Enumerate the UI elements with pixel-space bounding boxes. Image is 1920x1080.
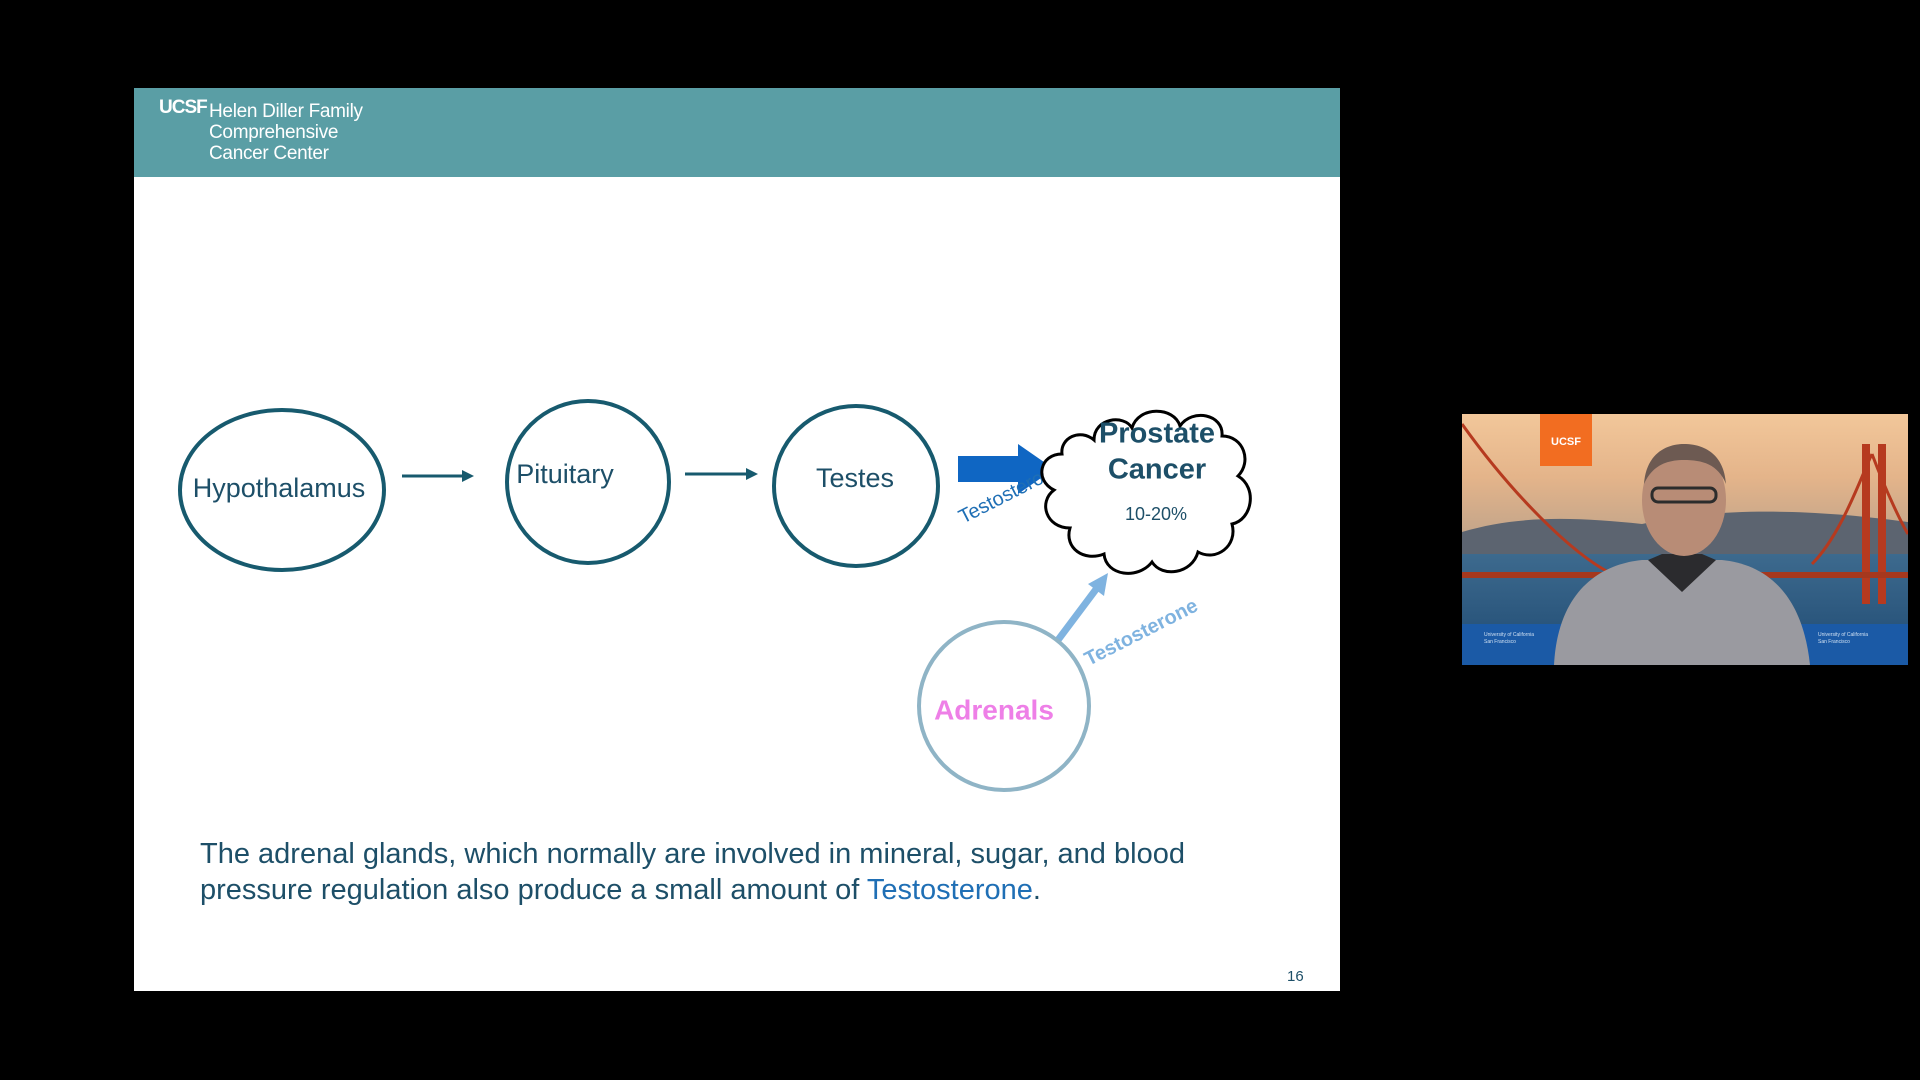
arrow-hypothalamus-pituitary-head [462, 470, 474, 482]
prostate-cancer-cloud [1040, 409, 1252, 575]
pituitary-label: Pituitary [516, 459, 614, 489]
ucsf-logo: UCSF [159, 97, 208, 118]
presenter-glasses [1650, 486, 1718, 504]
prostate-cancer-line-1: Prostate [1099, 418, 1215, 450]
adrenals-label: Adrenals [934, 694, 1054, 725]
org-name-line-3: Cancer Center [209, 143, 329, 164]
ucsf-badge [1540, 414, 1592, 466]
arrow-pituitary-testes-head [746, 468, 758, 480]
pituitary-node [505, 399, 671, 565]
hypothalamus-node [178, 408, 386, 572]
slide-caption: The adrenal glands, which normally are i… [200, 836, 1260, 908]
banner-left-text-2: San Francisco [1484, 639, 1516, 645]
testosterone-arrow-testes [958, 444, 1054, 494]
presenter-video-feed: UCSF University of California San Franci… [1462, 414, 1908, 665]
caption-highlight: Testosterone [866, 874, 1033, 906]
presenter-body [1554, 560, 1810, 665]
slide-header: UCSF Helen Diller Family Comprehensive C… [134, 88, 1340, 177]
testes-node [772, 404, 940, 568]
presenter-video-tile[interactable]: UCSF University of California San Franci… [1462, 414, 1908, 665]
presenter-hair [1644, 444, 1726, 484]
slide-page-number: 16 [1287, 968, 1304, 985]
banner-left-text-1: University of California [1484, 632, 1534, 638]
prostate-cancer-percent: 10-20% [1125, 504, 1187, 524]
caption-text: The adrenal glands, which normally are i… [200, 838, 1185, 906]
hormone-diagram: Hypothalamus Pituitary Testes Testostero… [178, 399, 1252, 792]
presenter-collar [1648, 554, 1716, 592]
testosterone-arrow-adrenals [1055, 581, 1103, 643]
prostate-cancer-line-2: Cancer [1108, 454, 1206, 486]
org-name-line-2: Comprehensive [209, 122, 339, 143]
testes-label: Testes [816, 463, 894, 493]
org-name-line-1: Helen Diller Family [209, 101, 363, 122]
caption-end: . [1032, 874, 1041, 906]
ucsf-badge-text: UCSF [1551, 436, 1581, 448]
testosterone-label-adrenals: Testosterone [1081, 595, 1202, 671]
banner-right-text-2: San Francisco [1818, 639, 1850, 645]
testosterone-arrow-adrenals-head [1088, 573, 1108, 596]
video-bridge-tower-2 [1878, 444, 1886, 604]
hypothalamus-label: Hypothalamus [193, 473, 366, 503]
banner-right-text-1: University of California [1818, 632, 1868, 638]
video-bridge-tower [1862, 444, 1870, 604]
org-name: Helen Diller Family Comprehensive Cancer… [209, 101, 363, 164]
presenter-head [1642, 444, 1726, 556]
presentation-slide: UCSF Helen Diller Family Comprehensive C… [134, 88, 1340, 991]
adrenals-node [917, 620, 1091, 792]
